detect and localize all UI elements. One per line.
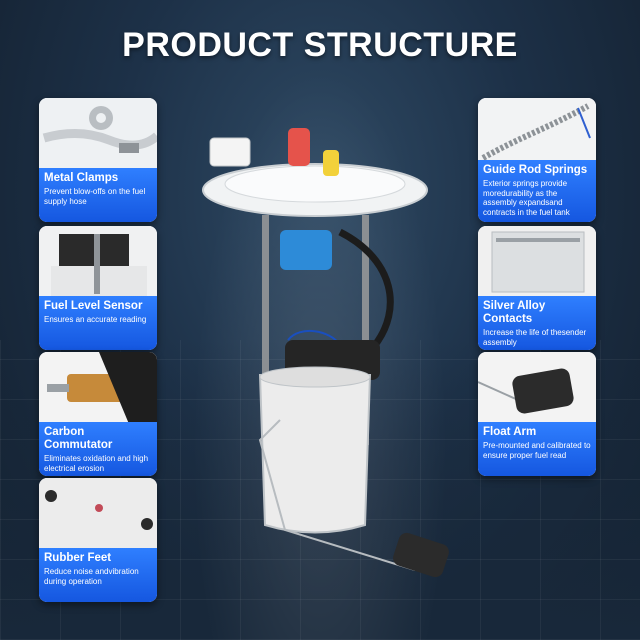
guide-rod-springs-photo (478, 98, 596, 170)
silver-alloy-contacts-photo (478, 226, 596, 298)
feature-name: Float Arm (483, 426, 537, 438)
blue-regulator (280, 230, 332, 270)
fuel-pump-assembly-illustration (202, 128, 449, 578)
red-fuel-port (288, 128, 310, 166)
electrical-connector (209, 137, 251, 167)
feature-card-rubber-feet: Rubber Feet Reduce noise andvibration du… (39, 478, 157, 602)
feature-card-metal-clamps: Metal Clamps Prevent blow-offs on the fu… (39, 98, 157, 222)
feature-card-silver-alloy-contacts: Silver Alloy Contacts Increase the life … (478, 226, 596, 350)
feature-card-float-arm: Float Arm Pre-mounted and calibrated to … (478, 352, 596, 476)
feature-name: Metal Clamps (44, 172, 119, 184)
feature-description: Eliminates oxidation and high electrical… (44, 454, 149, 473)
feature-description: Reduce noise andvibration during operati… (44, 567, 139, 586)
guide-rod-right (362, 215, 369, 445)
page-title: PRODUCT STRUCTURE (122, 26, 518, 64)
feature-description: Pre-mounted and calibrated to ensure pro… (483, 441, 591, 460)
feature-name: Guide Rod Springs (483, 164, 588, 176)
rubber-feet-photo (39, 478, 157, 550)
float (393, 532, 449, 578)
feature-name: Fuel Level Sensor (44, 300, 143, 312)
feature-name: Carbon Commutator (44, 426, 113, 451)
feature-card-fuel-level-sensor: Fuel Level Sensor Ensures an accurate re… (39, 226, 157, 350)
float-arm-wire (258, 419, 416, 571)
carbon-commutator-photo (39, 352, 157, 424)
yellow-fuel-port (323, 150, 339, 176)
float-arm-photo (478, 352, 596, 424)
reservoir-bucket (258, 374, 372, 534)
metal-clamps-photo (39, 98, 157, 170)
feature-description: Exterior springs provide moredurability … (483, 179, 570, 217)
guide-rod-left (262, 215, 269, 445)
feature-description: Increase the life of thesender assembly (483, 328, 587, 347)
feature-card-carbon-commutator: Carbon Commutator Eliminates oxidation a… (39, 352, 157, 476)
feature-description: Ensures an accurate reading (44, 315, 147, 324)
feature-name: Silver Alloy Contacts (483, 300, 546, 325)
feature-description: Prevent blow-offs on the fuel supply hos… (44, 187, 146, 206)
feature-name: Rubber Feet (44, 552, 112, 564)
feature-card-guide-rod-springs: Guide Rod Springs Exterior springs provi… (478, 98, 596, 222)
fuel-level-sensor-photo (39, 226, 157, 298)
